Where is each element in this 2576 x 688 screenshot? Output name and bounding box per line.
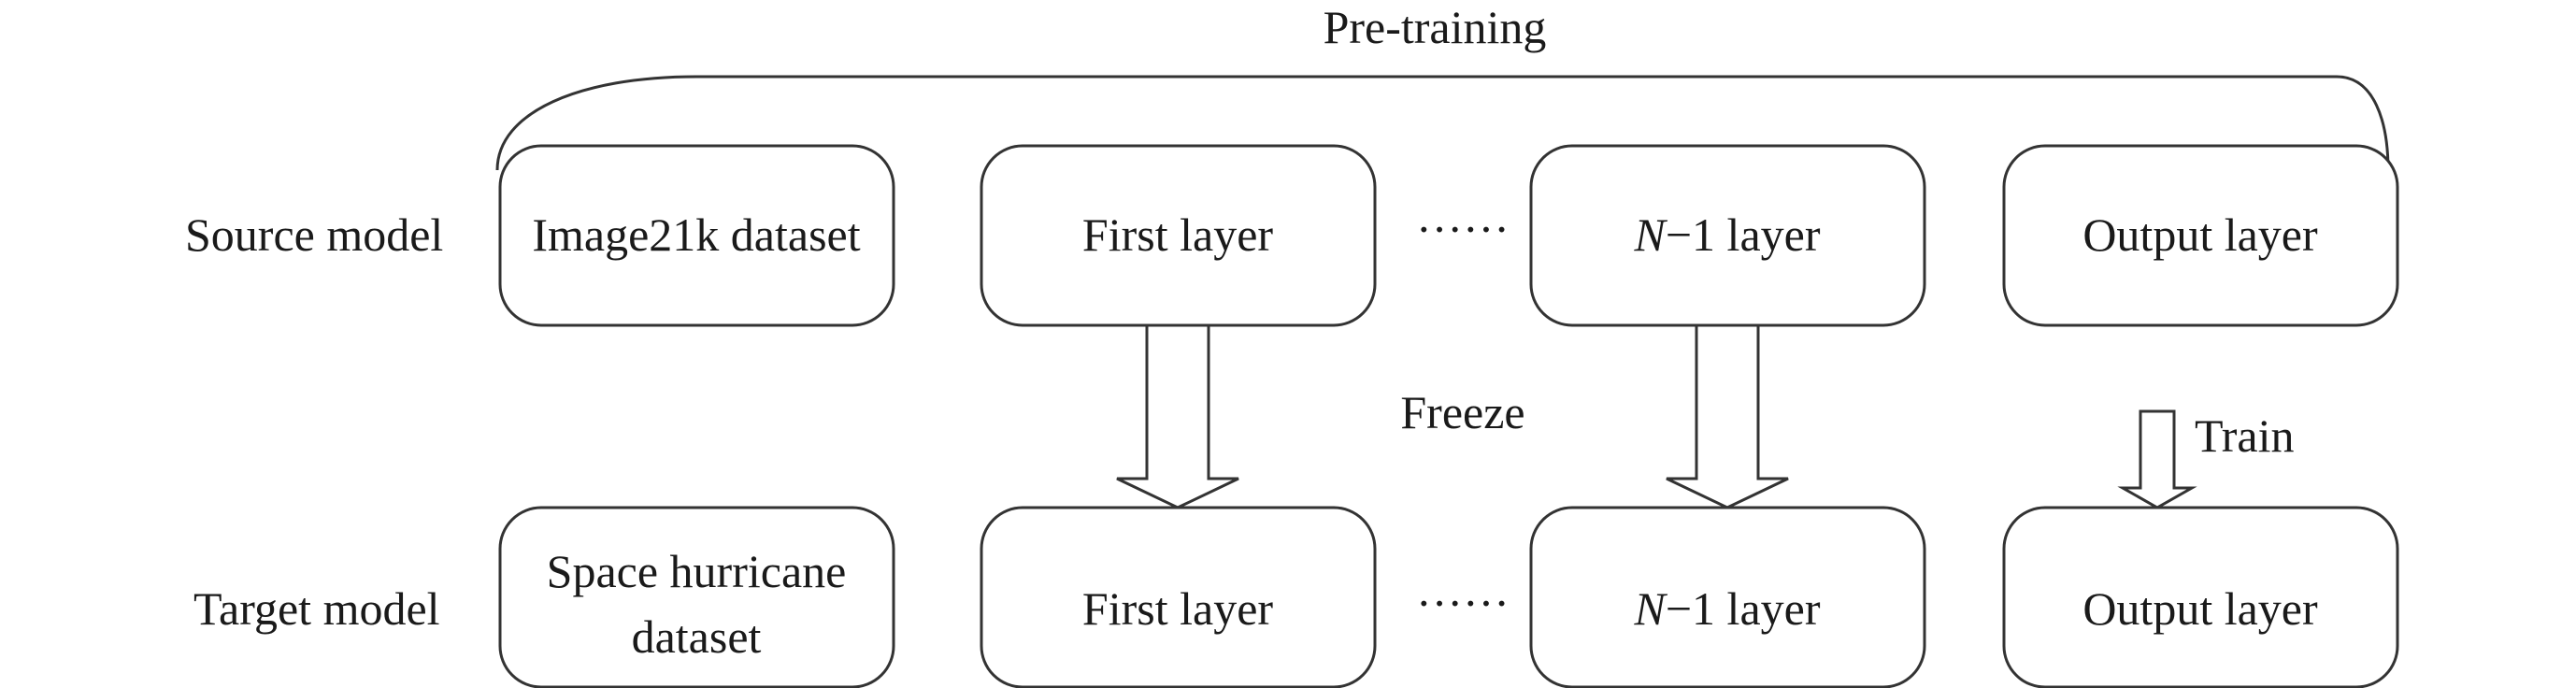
target-first-layer-label: First layer <box>1082 582 1273 635</box>
train-arrow <box>2117 409 2197 509</box>
source-ellipsis: ······ <box>1416 203 1510 255</box>
source-n-suffix: −1 layer <box>1666 208 1821 261</box>
source-first-layer-label: First layer <box>1082 208 1273 261</box>
train-label: Train <box>2195 409 2295 462</box>
target-dataset-box: Space hurricane dataset <box>498 506 895 688</box>
target-ellipsis: ······ <box>1416 577 1510 629</box>
source-dataset-box: Image21k dataset <box>498 144 895 327</box>
source-model-label: Source model <box>185 208 443 261</box>
source-n-minus-1-layer-box: N−1 layer <box>1529 144 1926 327</box>
source-dataset-label: Image21k dataset <box>532 208 860 261</box>
pretraining-title: Pre-training <box>1324 1 1547 53</box>
source-output-layer-box: Output layer <box>2002 144 2399 327</box>
target-n-variable: N <box>1634 582 1668 635</box>
target-model-label: Target model <box>193 582 440 635</box>
target-n-minus-1-layer-label: N−1 layer <box>1634 582 1821 635</box>
source-n-minus-1-layer-label: N−1 layer <box>1634 208 1821 261</box>
pretraining-brace <box>495 75 2390 171</box>
target-first-layer-box: First layer <box>980 506 1377 688</box>
target-n-suffix: −1 layer <box>1666 582 1821 635</box>
source-first-layer-box: First layer <box>980 144 1377 327</box>
freeze-label: Freeze <box>1400 386 1524 438</box>
target-dataset-label-line1: Space hurricane <box>547 545 847 597</box>
freeze-arrow-n-minus-1-layer <box>1666 323 1789 509</box>
freeze-arrow-first-layer <box>1116 323 1239 509</box>
target-output-layer-box: Output layer <box>2002 506 2399 688</box>
source-n-variable: N <box>1634 208 1668 261</box>
source-output-layer-label: Output layer <box>2082 208 2318 261</box>
target-output-layer-label: Output layer <box>2082 582 2318 635</box>
target-n-minus-1-layer-box: N−1 layer <box>1529 506 1926 688</box>
target-dataset-label-line2: dataset <box>632 610 762 663</box>
